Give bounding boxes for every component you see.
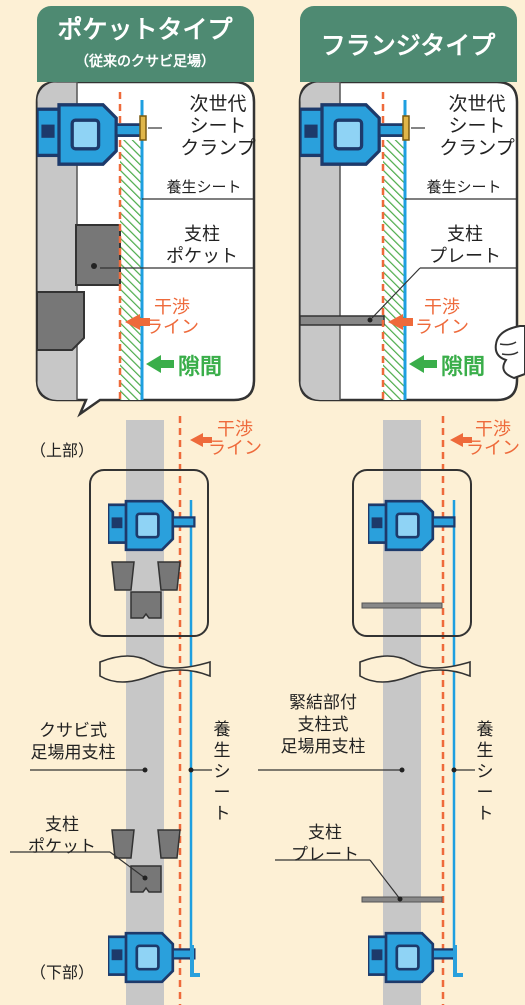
left-column-interference-label: 干渉ライン	[208, 419, 262, 459]
label-line: シート	[448, 115, 505, 137]
pointing-hand-icon	[494, 325, 525, 380]
label-line: 次世代	[448, 93, 505, 115]
top-label: （上部）	[30, 441, 94, 460]
flange-plate-icon	[361, 602, 443, 609]
label-line: 支柱	[447, 224, 483, 245]
interference-arrow-icon	[450, 433, 472, 447]
label-line: ライン	[415, 317, 469, 338]
gap-hatch	[120, 140, 142, 400]
pocket-icon	[130, 591, 162, 619]
label-line: クサビ式	[39, 721, 107, 741]
label-line: 干渉	[217, 419, 253, 440]
left-column-sheet-label: 養生シート	[214, 720, 231, 824]
label-line: 足場用支柱	[31, 743, 116, 763]
label-line: クランプ	[439, 137, 514, 159]
label-line: シート	[189, 115, 246, 137]
break-line	[99, 655, 211, 683]
label-line: プレート	[429, 246, 501, 267]
label-line: ー	[477, 783, 494, 803]
gap-arrow-icon	[409, 355, 437, 373]
label-line: 支柱式	[298, 715, 349, 735]
label-line: 生	[477, 741, 494, 761]
label-line: ライン	[208, 438, 262, 459]
left-column-pole-label: クサビ式足場用支柱	[31, 721, 116, 763]
label-line: 支柱	[184, 224, 220, 245]
sheet-clamp-icon	[108, 931, 196, 984]
label-line: 支柱	[45, 815, 79, 835]
sheet-clamp-icon	[108, 499, 196, 552]
label-line: 足場用支柱	[281, 737, 366, 757]
pocket-lower-shape	[37, 291, 85, 351]
interference-arrow-icon	[190, 433, 212, 447]
sheet-clamp-icon	[368, 499, 456, 552]
label-line: プレート	[291, 845, 359, 865]
left-column-part-label: 支柱ポケット	[28, 815, 96, 857]
label-line: ポケット	[28, 837, 96, 857]
left-part-label: 支柱ポケット	[166, 224, 238, 267]
label-line: クランプ	[180, 137, 255, 159]
label-line: ポケット	[166, 246, 238, 267]
interference-arrow-icon	[125, 314, 150, 330]
right-interference-label: 干渉ライン	[415, 297, 469, 338]
left-clamp-label: 次世代シートクランプ	[180, 93, 255, 159]
left-callout-panel	[35, 6, 256, 418]
label-line: 緊結部付	[289, 693, 357, 713]
sheet-clamp-icon	[368, 931, 456, 984]
right-column-sheet-label: 養生シート	[477, 720, 494, 824]
pocket-icon	[111, 829, 135, 859]
right-column-interference-label: 干渉ライン	[466, 419, 520, 459]
right-sheet-label: 養生シート	[426, 178, 501, 196]
upper-detail-box	[89, 469, 209, 637]
label-line: ライン	[466, 438, 520, 459]
label-line: 養	[477, 720, 494, 740]
gap-hatch	[383, 140, 405, 400]
right-column-pole-label: 緊結部付支柱式足場用支柱	[281, 693, 366, 757]
pocket-icon	[111, 561, 135, 591]
label-line: 干渉	[424, 297, 460, 318]
label-line: ト	[477, 804, 494, 824]
left-panel-title: ポケットタイプ	[57, 15, 233, 44]
left-panel-subtitle: （従来のクサビ足場）	[75, 53, 215, 70]
right-part-label: 支柱プレート	[429, 224, 501, 267]
pocket-icon	[157, 561, 181, 591]
label-line: 次世代	[189, 93, 246, 115]
gap-arrow-icon	[146, 355, 174, 373]
right-column-part-label: 支柱プレート	[291, 823, 359, 865]
break-line	[359, 655, 471, 683]
label-line: 支柱	[308, 823, 342, 843]
left-interference-label: 干渉ライン	[145, 297, 199, 338]
right-callout-panel	[298, 6, 519, 402]
label-line: ト	[214, 804, 231, 824]
right-panel-title: フランジタイプ	[321, 31, 497, 60]
label-line: 干渉	[154, 297, 190, 318]
label-line: ー	[214, 783, 231, 803]
right-column-diagram	[352, 416, 472, 1005]
left-sheet-label: 養生シート	[166, 178, 241, 196]
label-line: シ	[477, 762, 494, 782]
right-clamp-label: 次世代シートクランプ	[439, 93, 514, 159]
label-line: 生	[214, 741, 231, 761]
pocket-icon	[157, 829, 181, 859]
left-column-diagram	[89, 416, 211, 1005]
upper-detail-box	[352, 469, 472, 637]
bottom-label: （下部）	[30, 963, 94, 982]
label-line: 養	[214, 720, 231, 740]
left-gap-label: 隙間	[178, 355, 222, 380]
right-gap-label: 隙間	[441, 355, 485, 380]
label-line: シ	[214, 762, 231, 782]
pocket-shape	[75, 224, 121, 286]
interference-arrow-icon	[388, 314, 413, 330]
label-line: ライン	[145, 317, 199, 338]
label-line: 干渉	[475, 419, 511, 440]
